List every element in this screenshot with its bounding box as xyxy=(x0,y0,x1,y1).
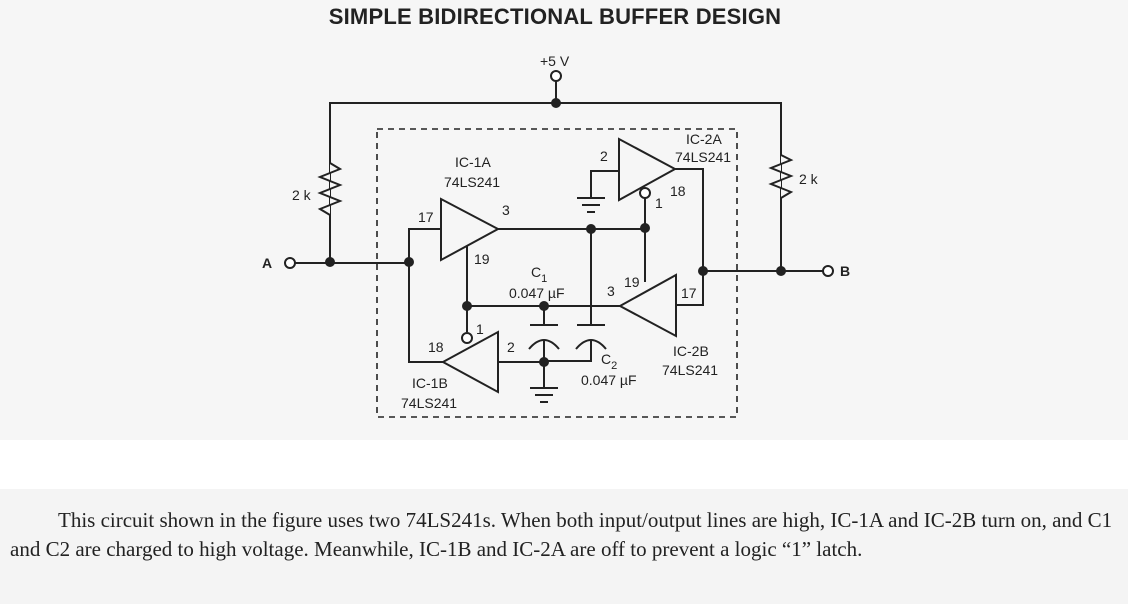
ic2a-pin-out: 18 xyxy=(670,183,686,199)
ic1a-pin-en: 19 xyxy=(474,251,490,267)
schematic: +5 V 2 k 2 k A B IC-1A 74LS241 17 3 19 I… xyxy=(262,53,850,418)
buffer-ic2a xyxy=(618,137,678,202)
ic2b-pin-out: 3 xyxy=(607,283,615,299)
ic1a-pin-in: 17 xyxy=(418,209,434,225)
ic2a-part: 74LS241 xyxy=(675,149,731,165)
ic2a-name: IC-2A xyxy=(686,131,722,147)
ic2a-pin-en: 1 xyxy=(655,195,663,211)
c2-value: 0.047 µF xyxy=(581,372,637,388)
ic1b-part: 74LS241 xyxy=(401,395,457,411)
supply-label: +5 V xyxy=(540,53,570,69)
c2-label: C2 xyxy=(601,351,617,372)
circuit-figure: SIMPLE BIDIRECTIONAL BUFFER DESIGN xyxy=(262,4,851,418)
ic1b-pin-out: 18 xyxy=(428,339,444,355)
c1-label: C1 xyxy=(531,264,547,285)
supply-terminal xyxy=(550,70,562,82)
resistor-left xyxy=(317,162,343,216)
ic1b-name: IC-1B xyxy=(412,375,448,391)
ic2b-part: 74LS241 xyxy=(662,362,718,378)
buffer-ic2b xyxy=(617,273,677,338)
c1-value: 0.047 µF xyxy=(509,285,565,301)
ic-enclosure xyxy=(376,128,738,418)
ic2b-pin-in: 17 xyxy=(681,285,697,301)
text-band xyxy=(0,489,1128,604)
terminal-b xyxy=(822,265,834,277)
ic1b-pin-en: 1 xyxy=(476,321,484,337)
ic1a-name: IC-1A xyxy=(455,154,491,170)
buffer-ic1a xyxy=(440,197,501,262)
ic2b-pin-en: 19 xyxy=(624,274,640,290)
body-paragraph: This circuit shown in the figure uses tw… xyxy=(10,508,1113,561)
ic1b-pin-in: 2 xyxy=(507,339,515,355)
resistor-right xyxy=(768,154,794,199)
terminal-a xyxy=(284,257,296,269)
ic2b-name: IC-2B xyxy=(673,343,709,359)
ic2a-pin-in: 2 xyxy=(600,148,608,164)
terminal-b-label: B xyxy=(840,263,850,279)
ic1a-pin-out: 3 xyxy=(502,202,510,218)
ic1a-part: 74LS241 xyxy=(444,174,500,190)
terminal-a-label: A xyxy=(262,255,272,271)
resistor-right-label: 2 k xyxy=(799,171,819,187)
resistor-left-label: 2 k xyxy=(292,187,312,203)
figure-title: SIMPLE BIDIRECTIONAL BUFFER DESIGN xyxy=(328,4,782,29)
